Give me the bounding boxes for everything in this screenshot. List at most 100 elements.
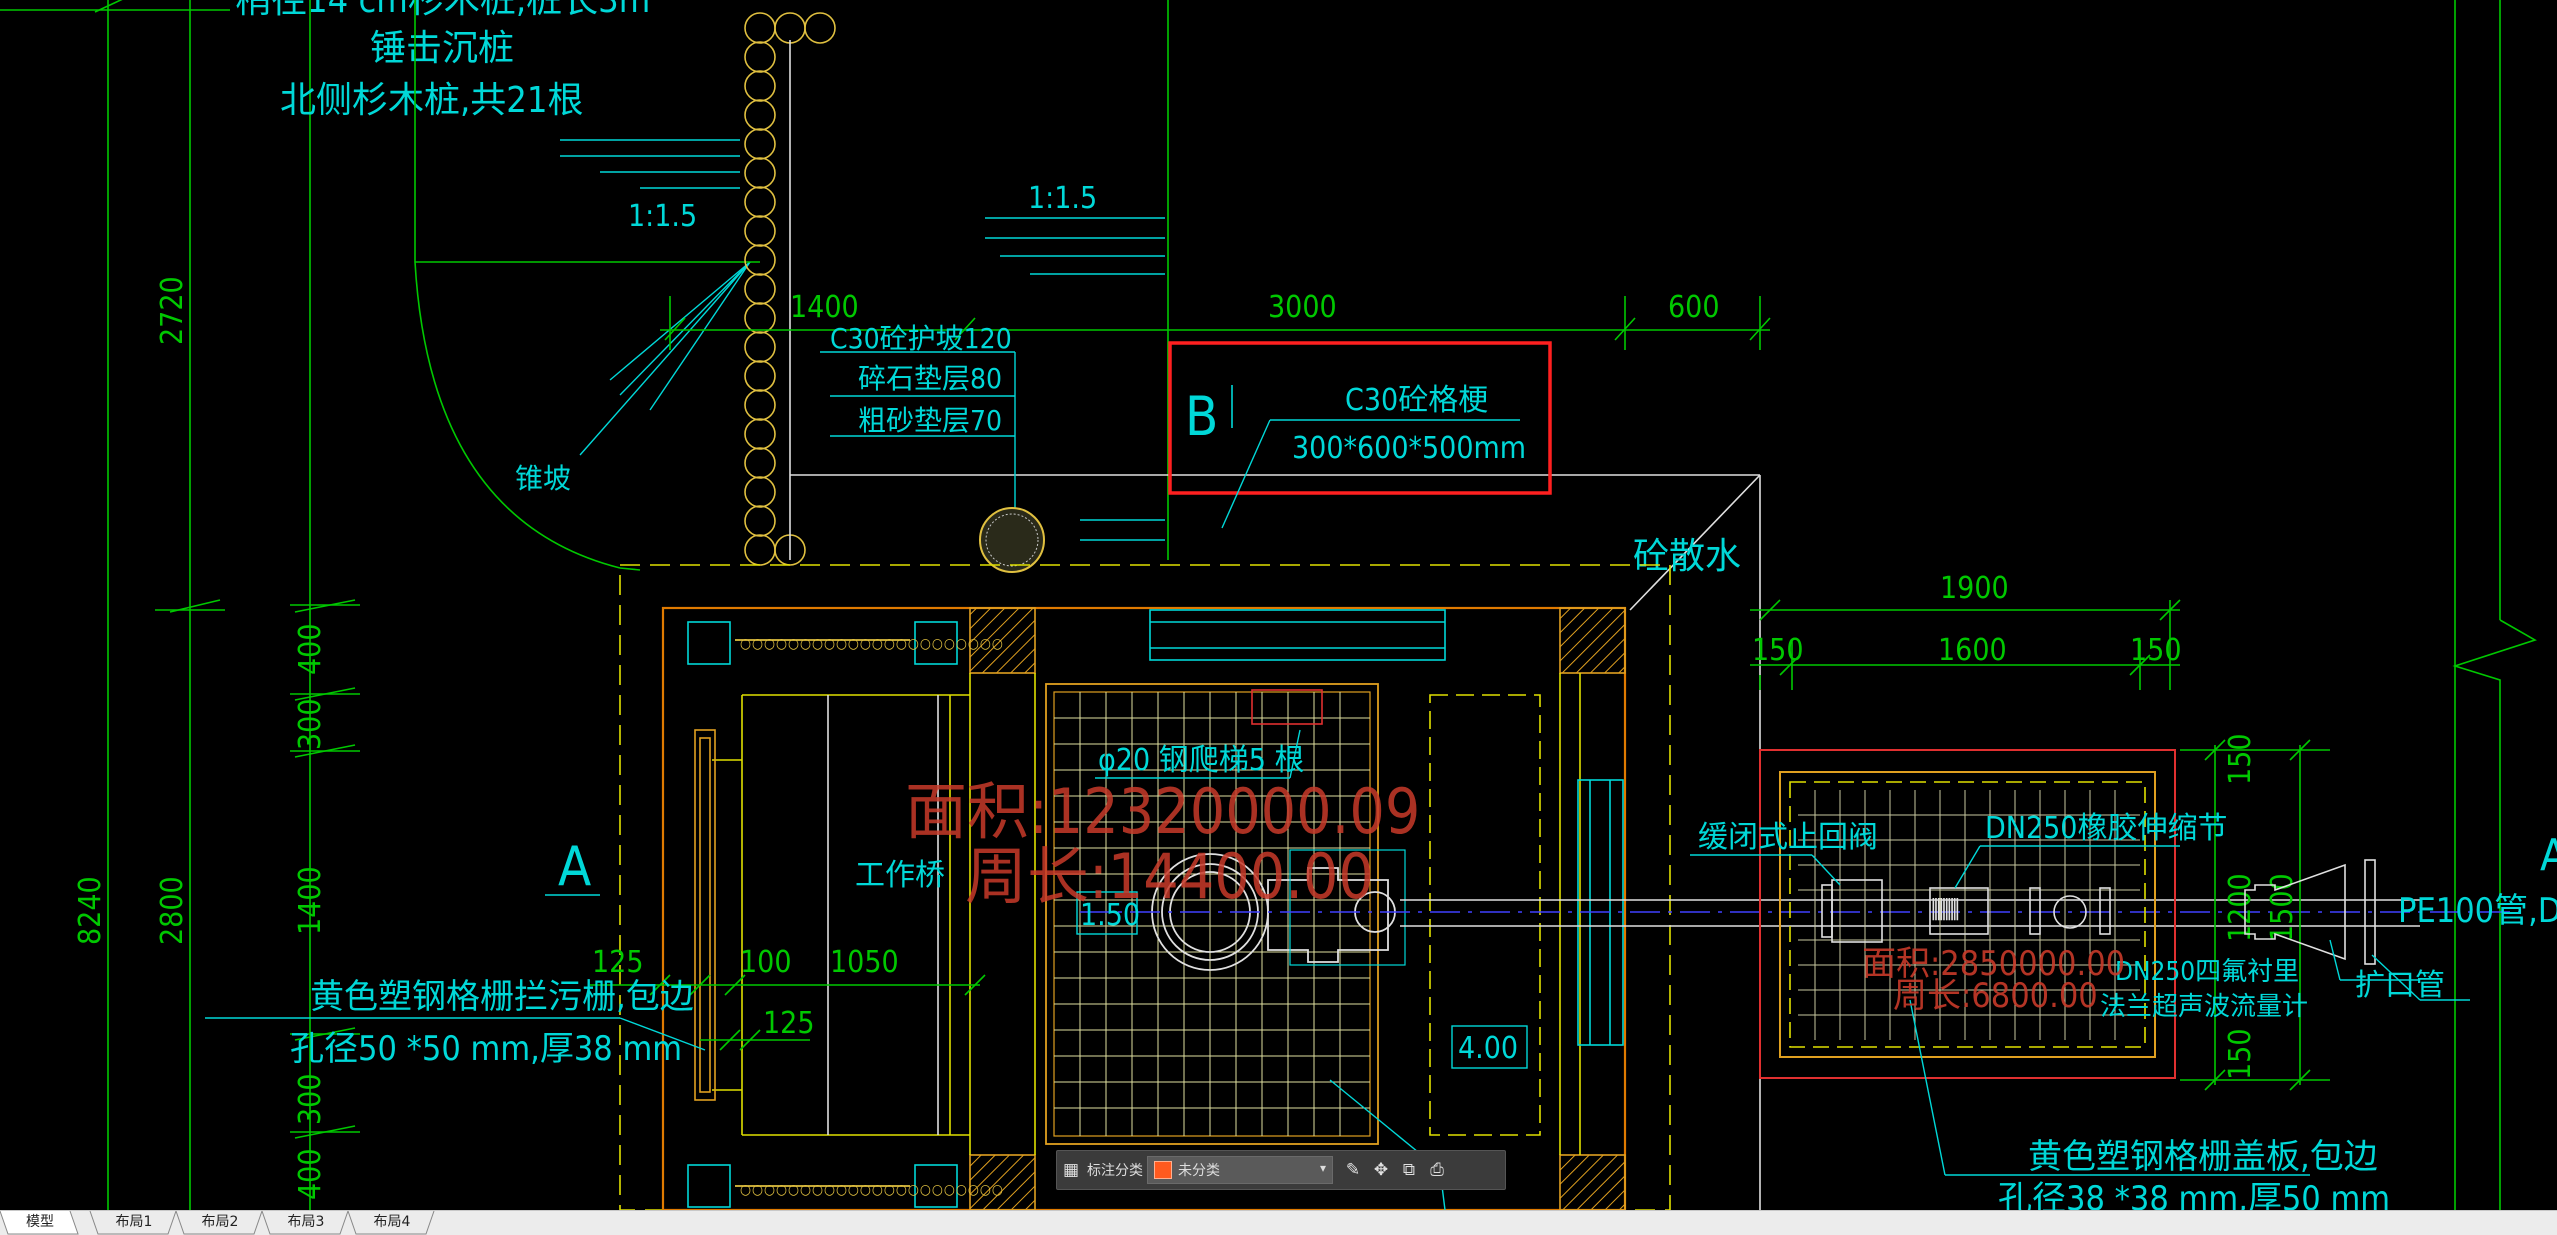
- layer-leaders: [820, 351, 1165, 541]
- svg-text:工作桥: 工作桥: [855, 858, 945, 893]
- svg-text:600: 600: [1668, 290, 1720, 325]
- svg-text:100: 100: [740, 945, 792, 980]
- svg-text:黄色塑钢格栅盖板,包边: 黄色塑钢格栅盖板,包边: [2028, 1137, 2378, 1177]
- section-a-label: A: [558, 835, 591, 898]
- right-dashed-bay: [1429, 694, 1541, 1136]
- chamber-fittings: [1821, 859, 2376, 965]
- bottom-left-dim-texts: 125 100 1050 125: [592, 945, 899, 1041]
- category-color-swatch: [1154, 1161, 1172, 1179]
- chamber-outer: [1759, 749, 2176, 1079]
- svg-text:150: 150: [2223, 733, 2258, 785]
- rail-pads: [687, 609, 1446, 1208]
- svg-text:北侧杉木桩,共21根: 北侧杉木桩,共21根: [280, 80, 584, 121]
- svg-text:4.00: 4.00: [1458, 1031, 1518, 1066]
- svg-text:面积:12320000.09: 面积:12320000.09: [905, 775, 1420, 848]
- section-b-label: B: [1185, 385, 1218, 448]
- svg-text:2720: 2720: [155, 276, 190, 345]
- pile-chain: [744, 12, 836, 566]
- rail-chain-dots: ○○○○○○○○○○○○○○○○○○○○○○: [740, 636, 1004, 652]
- tab-layout1[interactable]: 布局1: [115, 1214, 153, 1230]
- layer-texts: C30砼护坡120 碎石垫层80 粗砂垫层70 锥坡: [515, 322, 1012, 495]
- area-overlay-small: 面积:2850000.00 周长:6800.00: [1862, 944, 2125, 1016]
- svg-text:3000: 3000: [1268, 290, 1337, 325]
- area-overlay-big: 面积:12320000.09 周长:14400.00: [905, 775, 1420, 913]
- chamber-texts: 缓闭式止回阀 DN250橡胶伸缩节 DN250四氟衬里 法兰超声波流量计 PE1…: [1698, 811, 2557, 1219]
- slab-diagonal: [1629, 474, 1761, 611]
- svg-text:1050: 1050: [830, 945, 899, 980]
- manhole-hatch: [985, 513, 1039, 567]
- chamber-grid: [1798, 790, 2140, 1040]
- pile-leader-lines: [560, 139, 1165, 456]
- svg-text:缓闭式止回阀: 缓闭式止回阀: [1698, 820, 1878, 855]
- slope-texts: 1:1.5 1:1.5: [628, 181, 1097, 234]
- bottom-left-dim-lines: [590, 974, 986, 1051]
- tab-layout2[interactable]: 布局2: [201, 1214, 239, 1230]
- svg-text:孔径38 *38 mm,厚50 mm: 孔径38 *38 mm,厚50 mm: [1998, 1179, 2390, 1210]
- inner-structure: [694, 673, 1624, 1155]
- svg-text:1400: 1400: [790, 290, 859, 325]
- svg-text:2800: 2800: [155, 876, 190, 945]
- right-dim-texts: 1900 150 1600 150 150 1200 150 1500: [1752, 571, 2300, 1080]
- svg-text:周长:6800.00: 周长:6800.00: [1893, 976, 2098, 1016]
- left-dimension-texts: 2720 8240 2800 400 300 1400 300 400: [73, 276, 328, 1200]
- svg-text:125: 125: [592, 945, 644, 980]
- slope-box: [1076, 891, 1138, 935]
- svg-text:扩口管: 扩口管: [2355, 968, 2445, 1003]
- hatched-columns: [969, 607, 1626, 1211]
- beam-texts: C30砼格梗 300*600*500mm: [1292, 383, 1526, 466]
- svg-text:稍径14 cm杉木桩,桩长3m: 稍径14 cm杉木桩,桩长3m: [235, 0, 650, 21]
- svg-text:150: 150: [2223, 1028, 2258, 1080]
- svg-text:锥坡: 锥坡: [515, 462, 571, 495]
- pile-annotations: 稍径14 cm杉木桩,桩长3m 锤击沉桩 北侧杉木桩,共21根: [235, 0, 650, 121]
- svg-text:8240: 8240: [73, 876, 108, 945]
- copy-icon[interactable]: ⧉: [1402, 1160, 1416, 1180]
- svg-text:C30砼格梗: C30砼格梗: [1345, 383, 1488, 418]
- red-marker-box: [1251, 689, 1323, 725]
- grid-icon[interactable]: ▦: [1062, 1160, 1080, 1180]
- svg-text:300*600*500mm: 300*600*500mm: [1292, 431, 1526, 466]
- tab-model[interactable]: 模型: [26, 1214, 54, 1230]
- svg-text:φ20 钢爬梯5 根: φ20 钢爬梯5 根: [1098, 743, 1304, 778]
- svg-text:DN250橡胶伸缩节: DN250橡胶伸缩节: [1985, 811, 2227, 846]
- svg-text:1400: 1400: [293, 866, 328, 935]
- paste-icon[interactable]: ⎙: [1430, 1160, 1444, 1180]
- central-grid: [1045, 683, 1379, 1145]
- annotation-toolbar: ▦ 标注分类 未分类 ▾ ✎ ✥ ⧉ ⎙: [1056, 1150, 1506, 1190]
- svg-text:PE100管,De5: PE100管,De5: [2398, 891, 2557, 931]
- svg-text:150: 150: [2130, 633, 2182, 668]
- svg-text:DN250四氟衬里: DN250四氟衬里: [2115, 957, 2299, 987]
- svg-text:面积:2850000.00: 面积:2850000.00: [1862, 944, 2125, 984]
- svg-text:1:1.5: 1:1.5: [1028, 181, 1097, 216]
- layout-tab-bar: 模型 布局1 布局2 布局3 布局4: [0, 1210, 2557, 1235]
- category-value: 未分类: [1178, 1163, 1220, 1179]
- svg-text:300: 300: [293, 698, 328, 750]
- svg-text:125: 125: [763, 1006, 815, 1041]
- chamber-frame: [1779, 771, 2156, 1058]
- tab-layout4[interactable]: 布局4: [373, 1214, 411, 1230]
- category-label: 标注分类: [1087, 1163, 1143, 1179]
- chamber-dashed: [1789, 781, 2146, 1048]
- tab-layout3[interactable]: 布局3: [287, 1214, 325, 1230]
- edit-icon[interactable]: ✎: [1345, 1160, 1361, 1180]
- category-select[interactable]: 未分类 ▾: [1147, 1156, 1333, 1184]
- svg-text:1900: 1900: [1940, 571, 2009, 606]
- scatter-water-label: 砼散水: [1633, 536, 1741, 577]
- move-icon[interactable]: ✥: [1373, 1160, 1389, 1180]
- grate-texts: 黄色塑钢格栅拦污栅,包边 孔径50 *50 mm,厚38 mm: [290, 977, 694, 1069]
- top-dimension-texts: 1400 3000 600: [790, 290, 1720, 325]
- rail-chain-dots-bottom: ○○○○○○○○○○○○○○○○○○○○○○: [740, 1182, 1004, 1198]
- svg-text:粗砂垫层70: 粗砂垫层70: [858, 404, 1002, 437]
- svg-text:锤击沉桩: 锤击沉桩: [370, 28, 514, 69]
- svg-text:C30砼护坡120: C30砼护坡120: [830, 322, 1012, 355]
- inner-texts: φ20 钢爬梯5 根 工作桥 1.50 4.00: [855, 743, 1518, 1066]
- manhole-cover-icon: [979, 507, 1045, 573]
- highlight-box[interactable]: [1168, 341, 1552, 495]
- right-dim-lines: [1750, 599, 2330, 1091]
- svg-text:A: A: [2540, 830, 2557, 881]
- elev-box: [1451, 1025, 1528, 1069]
- chamber-leaders: [1690, 845, 2470, 1176]
- svg-text:1:1.5: 1:1.5: [628, 199, 697, 234]
- top-dimension-lines: [660, 296, 1771, 350]
